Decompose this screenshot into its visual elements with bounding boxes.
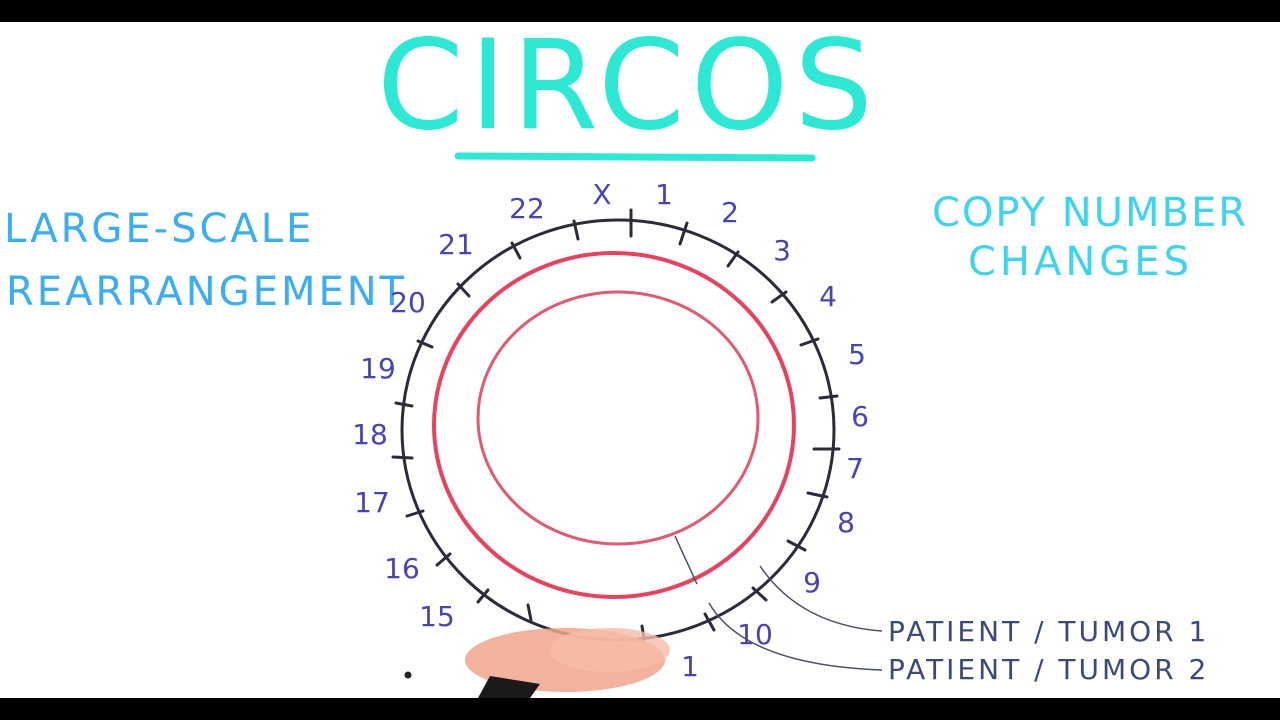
chromosome-label: 20: [390, 286, 426, 319]
right-note-line-1: COPY NUMBER: [932, 190, 1248, 236]
chromosome-label: 15: [419, 600, 455, 633]
chromosome-label: 5: [848, 338, 866, 371]
right-note: COPY NUMBER CHANGES: [932, 190, 1248, 285]
chromosome-label: 19: [360, 352, 396, 385]
track-label-tumor-2: PATIENT / TUMOR 2: [888, 653, 1209, 686]
track-patient-tumor-2-ring: [476, 290, 760, 546]
letterbox-top: [0, 0, 1280, 22]
data-tracks: [432, 251, 796, 599]
chromosome-label: 1: [681, 650, 699, 683]
chromosome-label: 21: [438, 228, 474, 261]
letterbox-bottom: [0, 698, 1280, 720]
chromosome-label: 16: [384, 552, 420, 585]
chromosome-label: 4: [819, 280, 837, 313]
chromosome-label: 9: [803, 566, 821, 599]
track-labels: PATIENT / TUMOR 1 PATIENT / TUMOR 2: [888, 615, 1209, 686]
chromosome-label: 18: [352, 418, 388, 451]
chromosome-label: 8: [837, 506, 855, 539]
leader-line-tumor-2: [708, 602, 883, 671]
chromosome-label: 7: [846, 452, 864, 485]
track-label-tumor-1: PATIENT / TUMOR 1: [888, 615, 1209, 648]
chromosome-labels: 22 X 1 2 3 4 5 6 7 8 9 10 21 20 19 18 17…: [352, 178, 869, 683]
chromosome-label: 2: [721, 196, 739, 229]
left-note: LARGE-SCALE REARRANGEMENT: [4, 206, 407, 315]
chromosome-label: 6: [851, 400, 869, 433]
track-patient-tumor-1-ring: [432, 251, 796, 599]
chromosome-label: 10: [737, 618, 773, 651]
annotation-leaders: [674, 535, 883, 671]
leader-line-tumor-1: [674, 535, 698, 585]
leader-line-tumor-1-ext: [759, 565, 883, 632]
presenter-hand: [404, 628, 670, 698]
diagram-title: CIRCOS: [377, 14, 879, 158]
chromosome-label: X: [592, 178, 611, 211]
chromosome-label: 22: [509, 192, 545, 225]
left-note-line-2: REARRANGEMENT: [6, 269, 407, 315]
chromosome-label: 1: [655, 178, 673, 211]
chromosome-label: 3: [773, 234, 791, 267]
title-underline: [454, 152, 816, 162]
chromosome-label: 17: [354, 486, 390, 519]
whiteboard: [0, 22, 1280, 698]
right-note-line-2: CHANGES: [968, 239, 1193, 285]
left-note-line-1: LARGE-SCALE: [4, 206, 314, 252]
chromosome-ring: [391, 208, 841, 642]
